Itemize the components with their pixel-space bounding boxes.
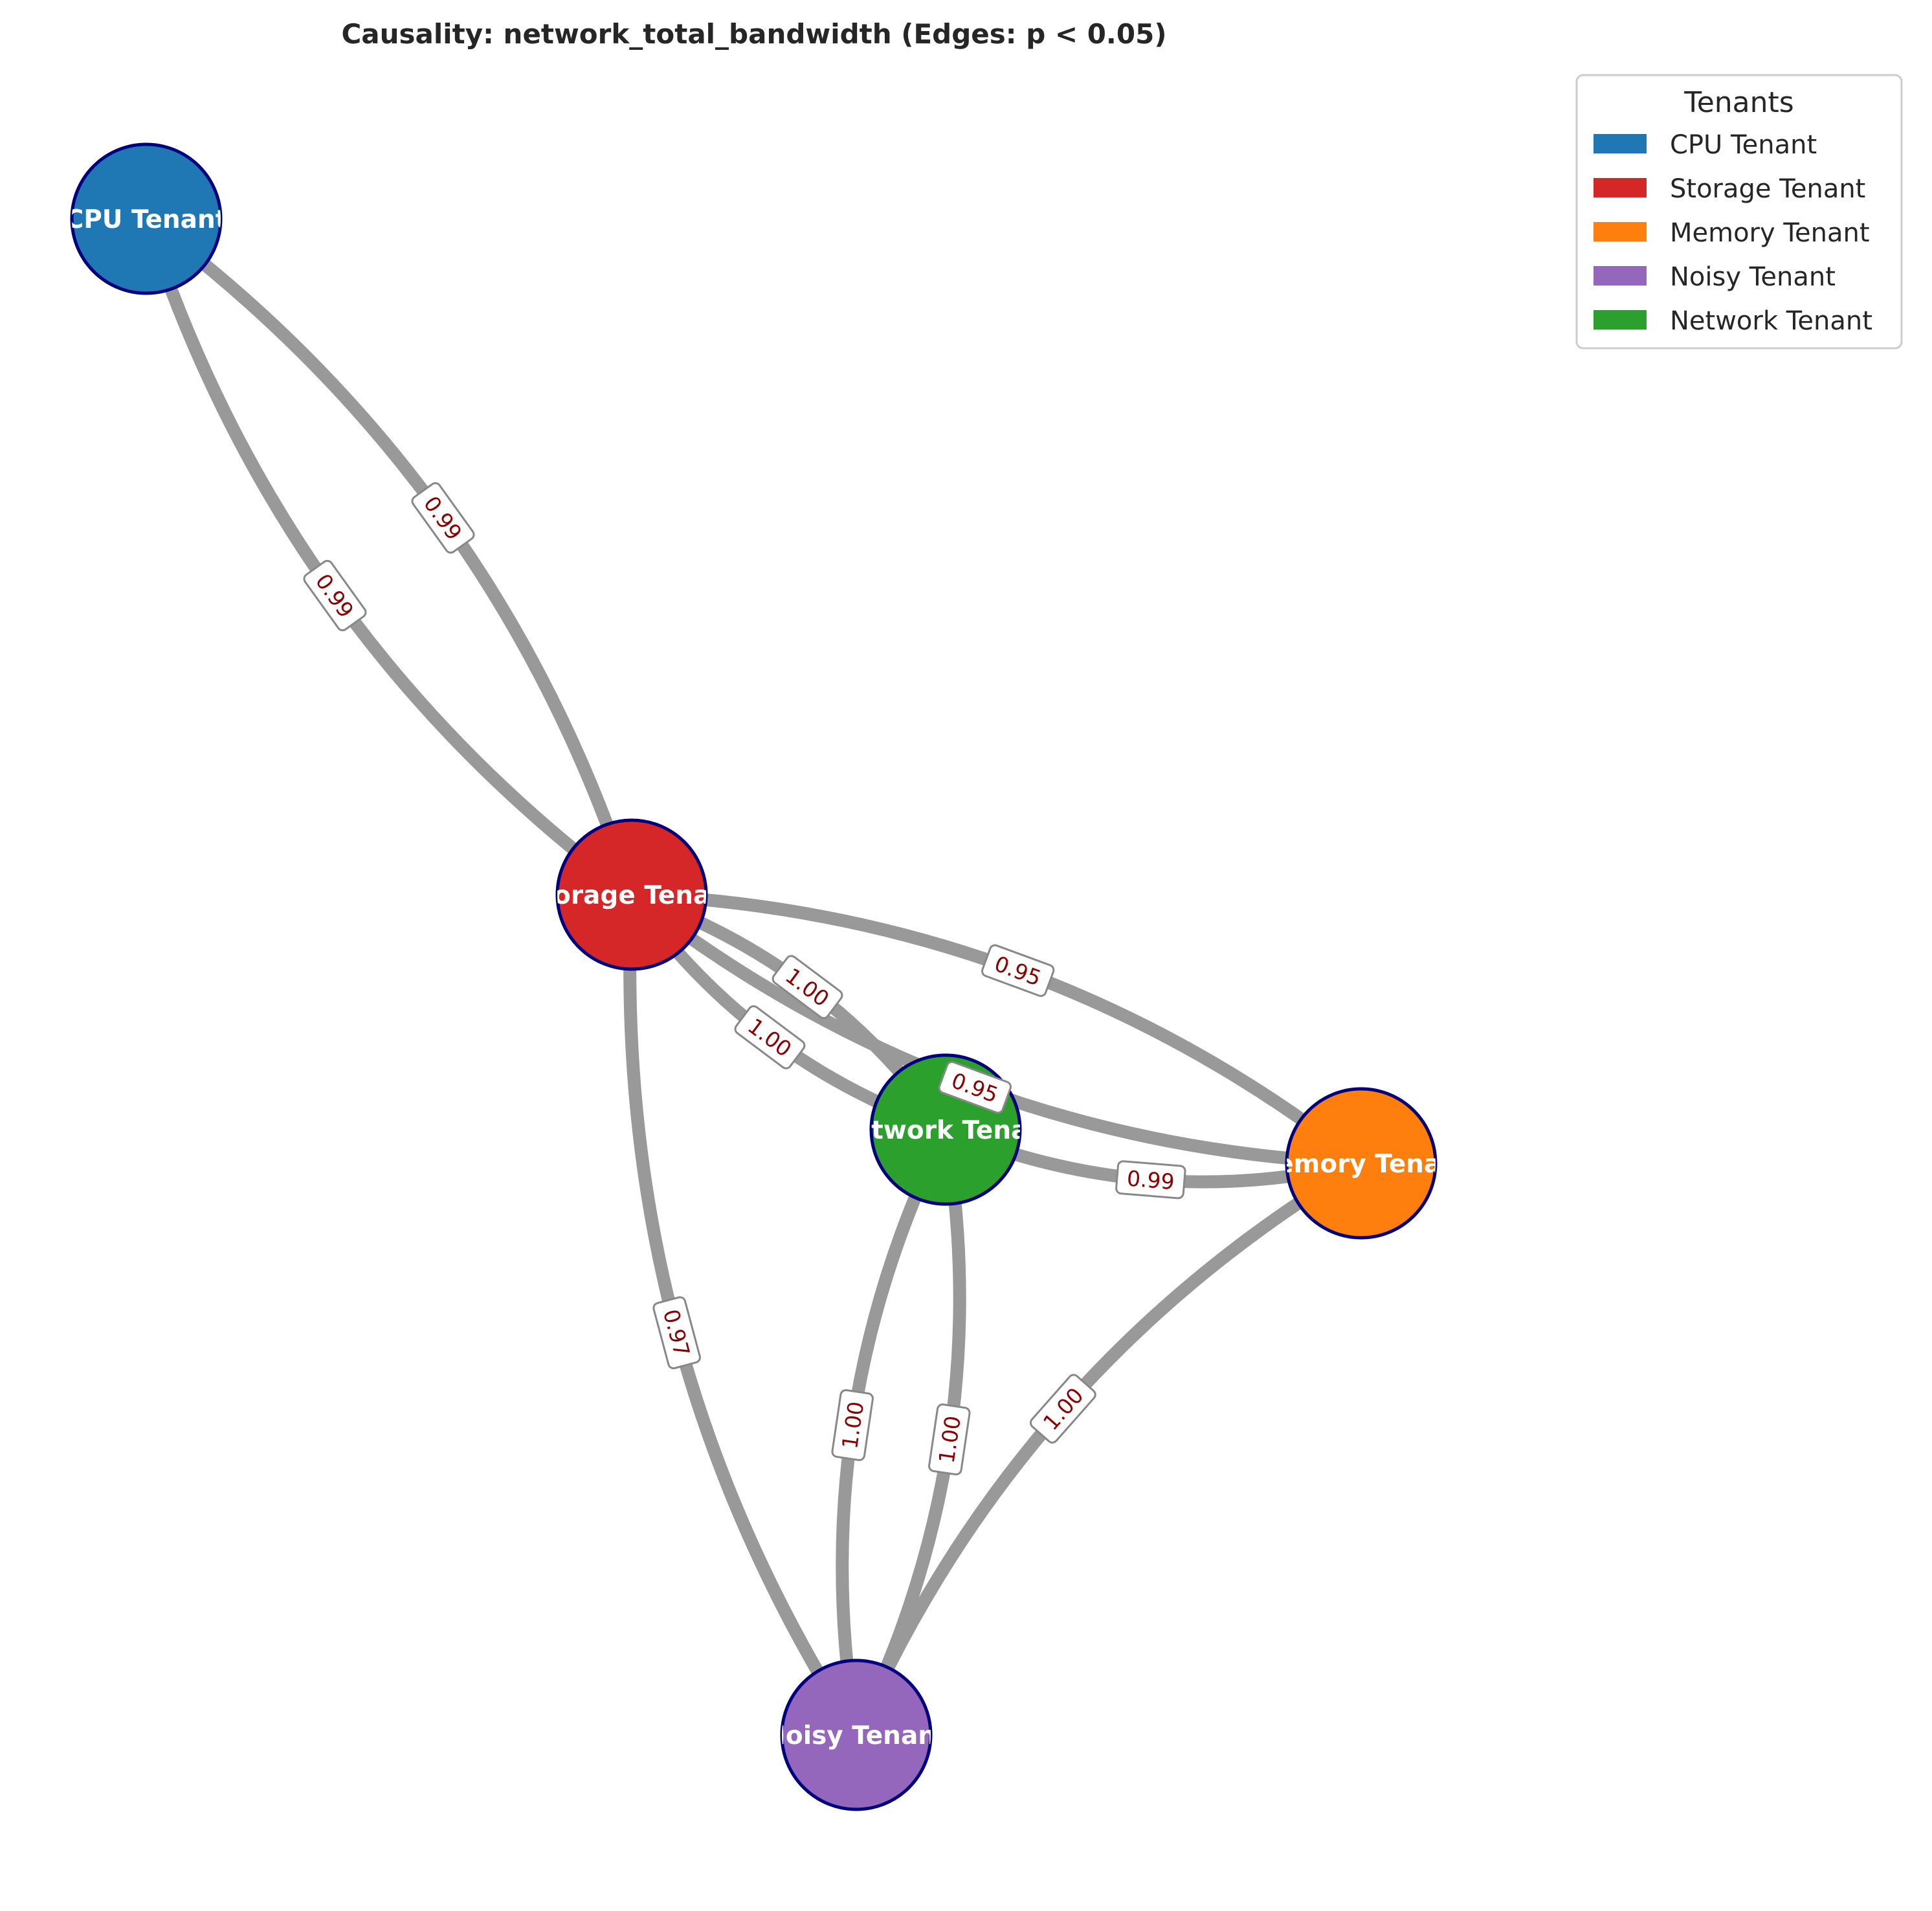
- legend-item: Noisy Tenant: [1593, 262, 1836, 292]
- legend-swatch: [1593, 222, 1647, 241]
- legend-item: Memory Tenant: [1593, 218, 1870, 248]
- node-label: Memory Tenant: [1251, 1150, 1471, 1179]
- legend-swatch: [1593, 266, 1647, 285]
- edge-label-storage-to-network: 1.00: [734, 1005, 806, 1069]
- edge-label-box: [831, 1389, 874, 1461]
- legend-label: Network Tenant: [1670, 306, 1872, 336]
- node-cpu: CPU Tenant: [65, 142, 228, 295]
- node-storage: Storage Tenant: [523, 818, 740, 971]
- edge-label-box: [734, 1005, 806, 1069]
- edge-label-box: [411, 482, 475, 554]
- node-label: CPU Tenant: [65, 205, 228, 234]
- legend-swatch: [1593, 310, 1647, 330]
- node-circle: [1285, 1087, 1438, 1240]
- edge-label-noisy-to-network: 1.00: [928, 1403, 971, 1476]
- legend-label: Noisy Tenant: [1670, 262, 1836, 292]
- node-label: Storage Tenant: [523, 881, 740, 910]
- node-circle: [70, 142, 223, 295]
- legend-label: Storage Tenant: [1670, 174, 1865, 204]
- node-circle: [555, 818, 708, 971]
- edge-label-box: [938, 1061, 1012, 1114]
- edge-storage-to-cpu: [142, 213, 638, 897]
- node-memory: Memory Tenant: [1251, 1087, 1471, 1240]
- edge-label-memory-to-storage: 0.95: [981, 944, 1055, 997]
- node-noisy: Noisy Tenant: [764, 1659, 948, 1811]
- edge-label-box: [1115, 1160, 1186, 1200]
- legend-item: Network Tenant: [1593, 306, 1872, 336]
- edge-weight: 0.99: [1126, 1165, 1175, 1194]
- graph-title: Causality: network_total_bandwidth (Edge…: [341, 18, 1166, 50]
- edge-label-box: [1029, 1374, 1096, 1444]
- legend-label: CPU Tenant: [1670, 130, 1817, 160]
- edge-label-network-to-memory: 0.99: [1115, 1160, 1186, 1200]
- legend-swatch: [1593, 134, 1647, 153]
- edge-label-box: [652, 1296, 701, 1370]
- legend-label: Memory Tenant: [1670, 218, 1870, 248]
- edge-cpu-to-storage: [140, 216, 636, 900]
- node-label: Network Tenant: [833, 1116, 1058, 1145]
- legend-title: Tenants: [1683, 86, 1793, 119]
- edge-label-storage-to-cpu: 0.99: [411, 482, 475, 554]
- legend-item: Storage Tenant: [1593, 174, 1865, 204]
- edges-layer: [140, 213, 1366, 1739]
- edge-label-box: [928, 1403, 971, 1476]
- node-circle: [780, 1659, 933, 1811]
- edge-label-box: [303, 559, 367, 632]
- legend-swatch: [1593, 178, 1647, 197]
- legend-item: CPU Tenant: [1593, 130, 1817, 160]
- legend-frame: [1575, 74, 1903, 350]
- node-label: Noisy Tenant: [764, 1721, 948, 1750]
- edge-label-box: [772, 955, 843, 1020]
- edge-label-network-to-noisy: 1.00: [831, 1389, 874, 1461]
- edge-label-storage-to-noisy: 0.97: [652, 1296, 701, 1370]
- edge-label-cpu-to-storage: 0.99: [303, 559, 367, 632]
- edge-label-box: [981, 944, 1055, 997]
